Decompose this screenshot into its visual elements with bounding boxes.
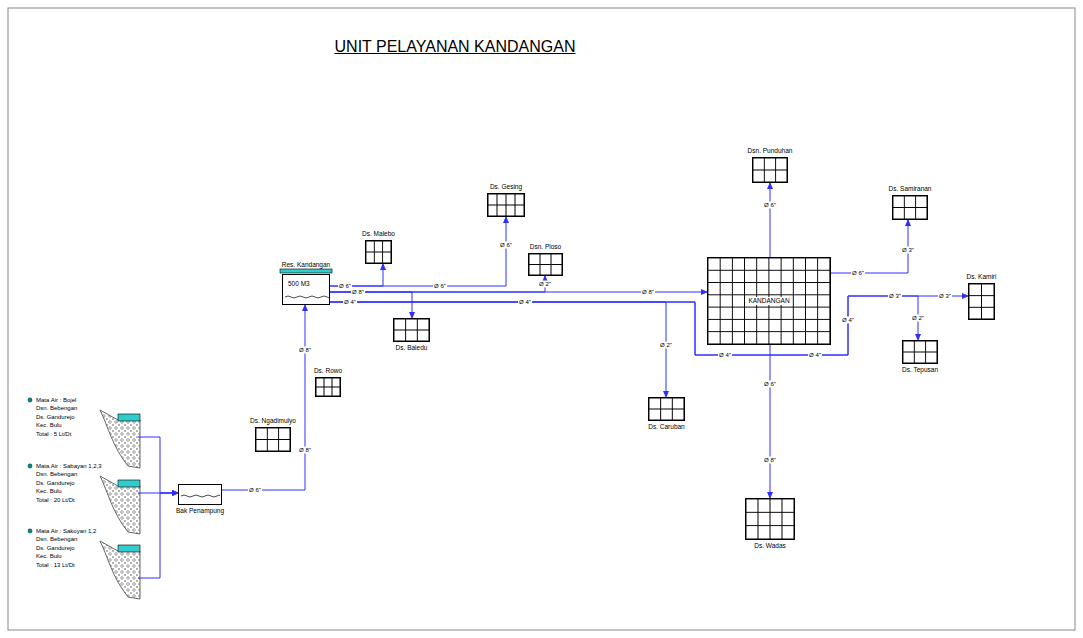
pipe-diameter: Ø 8" bbox=[298, 347, 312, 354]
node-label: Bak Penampung bbox=[176, 507, 224, 515]
pipe-diameter: Ø 3" bbox=[938, 293, 952, 300]
pipe-diameter: Ø 3" bbox=[888, 293, 902, 300]
pipe-diameter: Ø 6" bbox=[338, 283, 352, 290]
node-label: Ds. Wadas bbox=[754, 542, 786, 550]
reservoir: Res. Kandangan500 M3 bbox=[282, 274, 330, 305]
node-label: Ds. Baledu bbox=[396, 344, 428, 352]
spring-info-line: Mata Air : Sakoyan 1,2 bbox=[36, 527, 138, 535]
pipe-line bbox=[330, 292, 412, 318]
spring-source: Mata Air : BojelDsn. BebenganDs. Gandure… bbox=[36, 396, 138, 466]
spring-info-line: Kec. Bulu bbox=[36, 552, 138, 560]
node-label: Dsn. Ploso bbox=[530, 243, 561, 251]
pipe-diameter: Ø 8" bbox=[351, 289, 365, 296]
collection-tank: Bak Penampung bbox=[178, 484, 222, 505]
village-grid: Ds. Caruban bbox=[648, 397, 685, 421]
spring-info-line: Kec. Bulu bbox=[36, 487, 138, 495]
village-grid: Ds. Rowo bbox=[315, 377, 341, 397]
water-waves bbox=[181, 296, 330, 497]
spring-info-line: Ds. Gandurejo bbox=[36, 479, 138, 487]
spring-info-line: Dsn. Bebengan bbox=[36, 470, 138, 478]
pipe-diameter: Ø 6" bbox=[851, 270, 865, 277]
spring-info-line: Ds. Gandurejo bbox=[36, 544, 138, 552]
village-grid: Dsn. Ploso bbox=[528, 253, 563, 276]
pipe-line bbox=[138, 493, 178, 578]
pipe-diameter: Ø 6" bbox=[763, 202, 777, 209]
node-label: Dsn. Punduhan bbox=[748, 147, 793, 155]
pipe-line bbox=[330, 217, 506, 286]
page-frame bbox=[8, 8, 1075, 630]
node-label: Ds. Malebo bbox=[362, 230, 395, 238]
node-label: Ds. Kamiri bbox=[967, 273, 997, 281]
pipe-line bbox=[222, 305, 305, 490]
pipe-diameter: Ø 4" bbox=[841, 317, 855, 324]
pipe-line bbox=[330, 296, 968, 355]
village-grid: Ds. Ngadimulyo bbox=[255, 427, 291, 452]
pipe-diameter: Ø 4" bbox=[518, 299, 532, 306]
pipe-diameter: Ø 6" bbox=[248, 487, 262, 494]
pipe-diameter: Ø 4" bbox=[718, 352, 732, 359]
node-label: Ds. Samiranan bbox=[889, 185, 932, 193]
node-label: Ds. Gesing bbox=[490, 183, 522, 191]
node-label: Ds. Ngadimulyo bbox=[250, 417, 296, 425]
pipe-diameter: Ø 6" bbox=[499, 242, 513, 249]
pipe-diameter: Ø 2" bbox=[659, 342, 673, 349]
reservoir-roof bbox=[280, 269, 332, 273]
pipe-diameter: Ø 2" bbox=[911, 315, 925, 322]
spring-source: Mata Air : Sabayan 1,2,3Dsn. BebenganDs.… bbox=[36, 462, 138, 532]
pipe-line bbox=[770, 345, 771, 498]
pipe-diameter: Ø 6" bbox=[763, 381, 777, 388]
pipe-diameter: Ø 8" bbox=[298, 447, 312, 454]
village-grid: Ds. Baledu bbox=[393, 318, 430, 342]
village-grid: Ds. Samiranan bbox=[892, 195, 928, 220]
spring-info-line: Dsn. Bebengan bbox=[36, 404, 138, 412]
pipe-line bbox=[138, 437, 178, 493]
pipe-line bbox=[831, 220, 908, 273]
village-grid: Ds. Tepusan bbox=[902, 340, 938, 364]
village-grid: Ds. Malebo bbox=[365, 240, 392, 264]
spring-info-line: Ds. Gandurejo bbox=[36, 413, 138, 421]
village-grid: Dsn. Punduhan bbox=[752, 157, 788, 183]
spring-info-line: Total : 20 Lt/Dt bbox=[36, 496, 138, 504]
pipe-diameter: Ø 4" bbox=[808, 352, 822, 359]
spring-info-line: Kec. Bulu bbox=[36, 421, 138, 429]
village-grid: Ds. Kamiri bbox=[968, 283, 995, 320]
pipe-diameter: Ø 2" bbox=[538, 281, 552, 288]
spring-info-line: Dsn. Bebengan bbox=[36, 535, 138, 543]
pipe-line bbox=[770, 183, 771, 257]
spring-bullets bbox=[28, 398, 33, 534]
spring-info-line: Total : 13 Lt/Dt bbox=[36, 561, 138, 569]
pipe-diameter: Ø 8" bbox=[641, 289, 655, 296]
spring-source: Mata Air : Sakoyan 1,2Dsn. BebenganDs. G… bbox=[36, 527, 138, 597]
service-area-grid: KANDANGAN bbox=[707, 257, 831, 345]
spring-info-line: Mata Air : Bojel bbox=[36, 396, 138, 404]
diagram-title: UNIT PELAYANAN KANDANGAN bbox=[335, 38, 576, 56]
pipe-diameter: Ø 8" bbox=[763, 457, 777, 464]
spring-hills bbox=[100, 410, 140, 599]
village-grid: Ds. Wadas bbox=[745, 498, 795, 540]
node-label: Ds. Rowo bbox=[314, 367, 342, 375]
pipe-diameter: Ø 6" bbox=[433, 283, 447, 290]
node-label: Ds. Tepusan bbox=[902, 366, 938, 374]
spring-info-line: Mata Air : Sabayan 1,2,3 bbox=[36, 462, 138, 470]
village-grid: Ds. Gesing bbox=[487, 193, 525, 217]
pipe-diameter: Ø 4" bbox=[343, 299, 357, 306]
pipe-diameter: Ø 3" bbox=[901, 247, 915, 254]
pipe-line bbox=[330, 302, 666, 397]
capacity-label: 500 M3 bbox=[286, 280, 312, 288]
spring-info-line: Total : 5 Lt/Dt bbox=[36, 430, 138, 438]
area-name: KANDANGAN bbox=[746, 297, 791, 305]
node-label: Ds. Caruban bbox=[648, 423, 685, 431]
node-label: Res. Kandangan bbox=[282, 261, 330, 269]
